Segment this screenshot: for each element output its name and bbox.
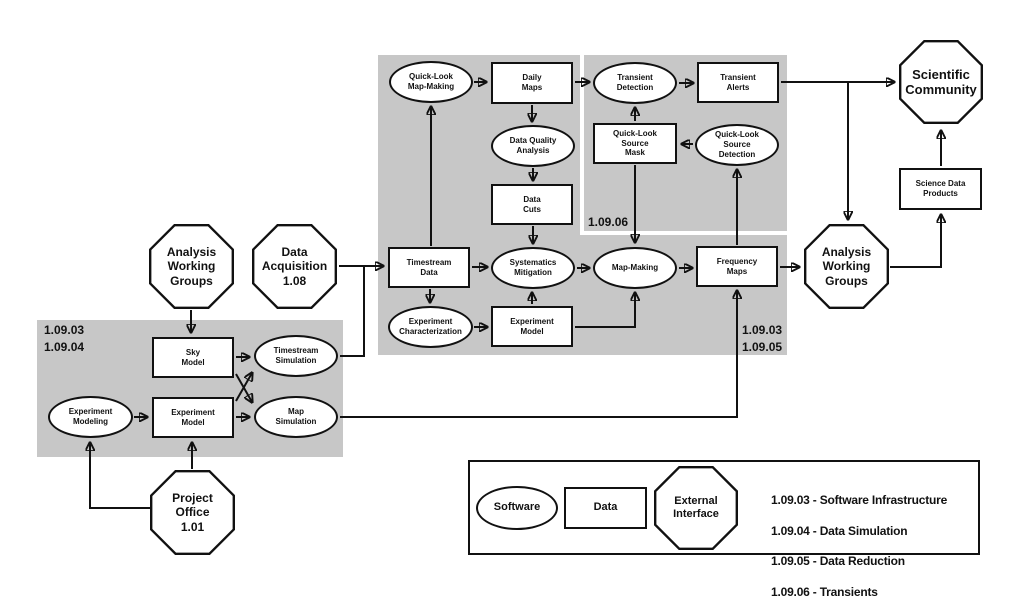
node-systematics-mitigation: Systematics Mitigation: [491, 247, 575, 289]
node-map-making: Map-Making: [593, 247, 677, 289]
legend-entry-transients: 1.09.06 - Transients: [771, 585, 878, 599]
legend-entry-data-simulation: 1.09.04 - Data Simulation: [771, 523, 908, 538]
legend-wbs-entries: 1.09.03 - Software Infrastructure 1.09.0…: [771, 478, 947, 599]
legend-external-interface-shape: External Interface: [654, 466, 738, 550]
node-project-office: Project Office 1.01: [150, 470, 235, 555]
node-experiment-model-central: Experiment Model: [491, 306, 573, 347]
node-timestream-simulation: Timestream Simulation: [254, 335, 338, 377]
region-label-transients: 1.09.06: [588, 215, 629, 229]
node-experiment-model-sim: Experiment Model: [152, 397, 234, 438]
node-analysis-working-groups-right: Analysis Working Groups: [804, 224, 889, 309]
node-quick-look-source-mask: Quick-Look Source Mask: [593, 123, 677, 164]
legend-entry-software-infrastructure: 1.09.03 - Software Infrastructure: [771, 493, 948, 508]
node-scientific-community: Scientific Community: [899, 40, 983, 124]
node-timestream-data: Timestream Data: [388, 247, 470, 288]
node-data-cuts: Data Cuts: [491, 184, 573, 225]
node-map-simulation: Map Simulation: [254, 396, 338, 438]
legend-data-shape: Data: [564, 487, 647, 529]
node-experiment-characterization: Experiment Characterization: [388, 306, 473, 348]
node-analysis-working-groups-left: Analysis Working Groups: [149, 224, 234, 309]
region-label-simulation: 1.09.03 1.09.04: [44, 323, 85, 354]
node-science-data-products: Science Data Products: [899, 168, 982, 210]
node-quick-look-map-making: Quick-Look Map-Making: [389, 61, 473, 103]
node-frequency-maps: Frequency Maps: [696, 246, 778, 287]
region-label-reduction: 1.09.03 1.09.05: [742, 323, 783, 354]
arrow-awg-right-to-sciencedataproducts: [890, 215, 941, 268]
node-daily-maps: Daily Maps: [491, 62, 573, 104]
node-transient-detection: Transient Detection: [593, 62, 677, 104]
legend-software-shape: Software: [476, 486, 558, 530]
node-sky-model: Sky Model: [152, 337, 234, 378]
line-timestreamsimulation-to-timestreamdata: [340, 267, 365, 357]
node-transient-alerts: Transient Alerts: [697, 62, 779, 103]
node-quick-look-source-detection: Quick-Look Source Detection: [695, 124, 779, 166]
node-data-quality-analysis: Data Quality Analysis: [491, 125, 575, 167]
node-experiment-modeling: Experiment Modeling: [48, 396, 133, 438]
legend-entry-data-reduction: 1.09.05 - Data Reduction: [771, 554, 905, 569]
node-data-acquisition: Data Acquisition 1.08: [252, 224, 337, 309]
